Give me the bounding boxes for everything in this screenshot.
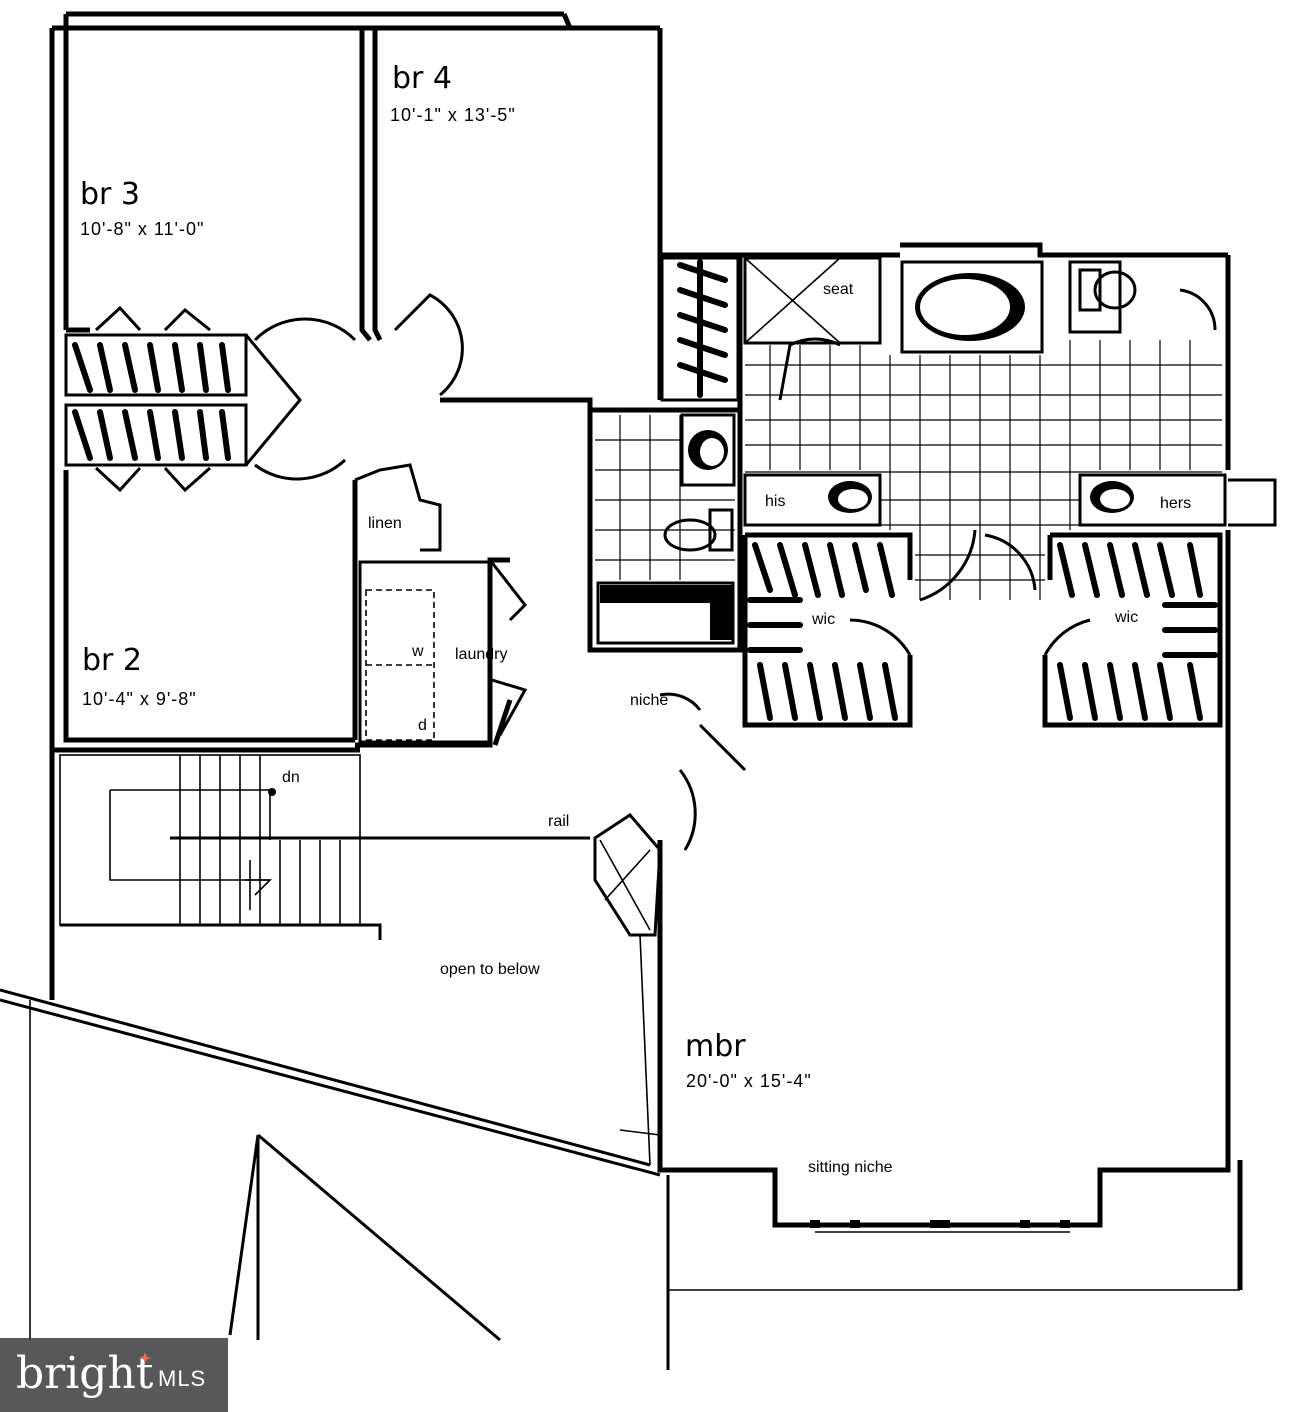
dn-label: dn: [282, 769, 300, 786]
logo-wordmark: bright: [16, 1348, 154, 1399]
niche-label: niche: [630, 692, 669, 709]
br4-name: br 4: [392, 61, 452, 96]
mbr-name: mbr: [685, 1029, 746, 1064]
rail-label: rail: [548, 813, 570, 830]
open-to-below-label: open to below: [440, 961, 540, 978]
bright-mls-logo: bright MLS: [0, 1338, 228, 1412]
logo-accent-icon: [139, 1352, 151, 1364]
rail-shaft: [593, 813, 662, 937]
mbr-size: 20'-0" x 15'-4": [686, 1071, 812, 1091]
door-swings: [253, 293, 1091, 851]
sitting-niche-windows: [810, 1220, 1070, 1233]
master-closets: [742, 532, 1223, 728]
stairs: [59, 754, 590, 940]
sitting-niche-label: sitting niche: [808, 1159, 893, 1176]
bedroom-closets: [64, 305, 302, 493]
wic-left-label: wic: [812, 611, 836, 628]
br4-size: 10'-1" x 13'-5": [390, 105, 516, 125]
his-label: his: [765, 493, 786, 510]
laundry-label: laundry: [455, 646, 508, 663]
master-bath: [743, 256, 1227, 600]
br3-size: 10'-8" x 11'-0": [80, 219, 205, 239]
dryer-label: d: [418, 717, 427, 734]
linen-label: linen: [368, 515, 402, 532]
br3-name: br 3: [80, 177, 140, 212]
br2-size: 10'-4" x 9'-8": [82, 689, 197, 709]
laundry-area: [354, 463, 528, 744]
br2-name: br 2: [82, 643, 142, 678]
hall-closet: [660, 256, 740, 402]
washer-label: w: [412, 643, 424, 660]
logo-mls: MLS: [158, 1366, 207, 1391]
roof-lines: [0, 934, 1240, 1370]
wic-right-label: wic: [1115, 609, 1139, 626]
seat-label: seat: [823, 281, 854, 298]
hers-label: hers: [1160, 495, 1192, 512]
hall-bath: [587, 407, 743, 653]
